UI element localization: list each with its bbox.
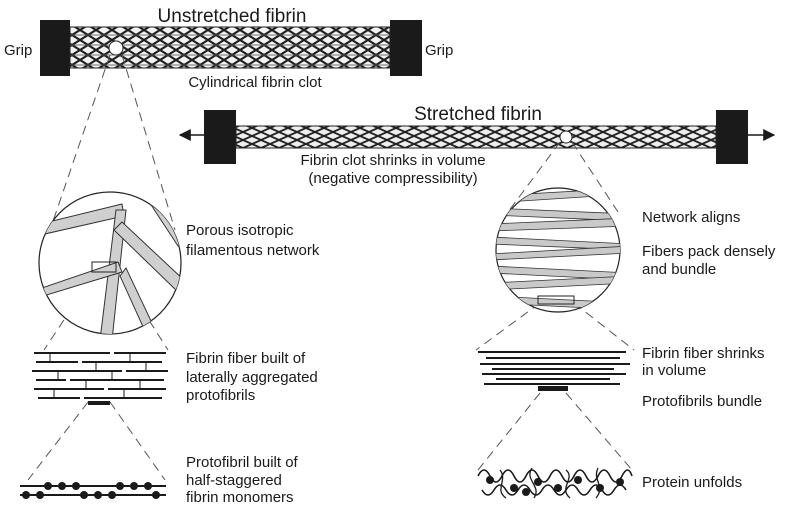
stretched-title: Stretched fibrin — [414, 104, 542, 125]
unfolded-proteins — [477, 467, 633, 499]
protofibril-highlight — [88, 401, 110, 405]
left-grip — [40, 20, 70, 76]
fibers-pack-label-2: and bundle — [642, 261, 716, 278]
shrink-label-2: (negative compressibility) — [308, 170, 477, 187]
zoom-lines-right — [475, 141, 635, 471]
fiber-label-1: Fibrin fiber built of — [186, 350, 306, 367]
stretched-left-grip — [204, 110, 236, 164]
bundle-highlight — [538, 386, 568, 391]
stretched-right-grip — [716, 110, 748, 164]
stretched-sample-spot — [559, 130, 573, 144]
protofibril-label-2: half-staggered — [186, 472, 282, 489]
clot-label: Cylindrical fibrin clot — [188, 74, 322, 91]
aggregated-protofibrils — [32, 352, 168, 399]
protofibril-label-1: Protofibril built of — [186, 454, 299, 471]
fiber-shrinks-label-2: in volume — [642, 362, 706, 379]
isotropic-network — [38, 191, 182, 335]
protofibril-bundle — [478, 351, 630, 385]
unstretched-title: Unstretched fibrin — [158, 6, 307, 27]
network-label-2: filamentous network — [186, 242, 320, 259]
fiber-label-3: protofibrils — [186, 387, 255, 404]
clot-sample-spot — [108, 40, 124, 56]
aligned-network — [495, 187, 621, 313]
protofibril-label-3: fibrin monomers — [186, 489, 294, 506]
half-staggered-monomers — [20, 482, 166, 499]
fiber-shrinks-label-1: Fibrin fiber shrinks — [642, 345, 765, 362]
shrink-label-1: Fibrin clot shrinks in volume — [300, 152, 485, 169]
protofibril-links — [49, 353, 147, 398]
fiber-label-2: laterally aggregated — [186, 369, 318, 386]
fibers-pack-label-1: Fibers pack densely — [642, 243, 776, 260]
network-zoom-box — [91, 261, 117, 273]
grip-left-label: Grip — [4, 42, 32, 59]
right-grip — [390, 20, 422, 76]
network-label-1: Porous isotropic — [186, 222, 294, 239]
stretched-clot — [235, 125, 717, 149]
bundle-label: Protofibrils bundle — [642, 393, 762, 410]
network-aligns-label: Network aligns — [642, 209, 740, 226]
grip-right-label: Grip — [425, 42, 453, 59]
unfolds-label: Protein unfolds — [642, 474, 742, 491]
aligned-zoom-box — [537, 295, 575, 305]
